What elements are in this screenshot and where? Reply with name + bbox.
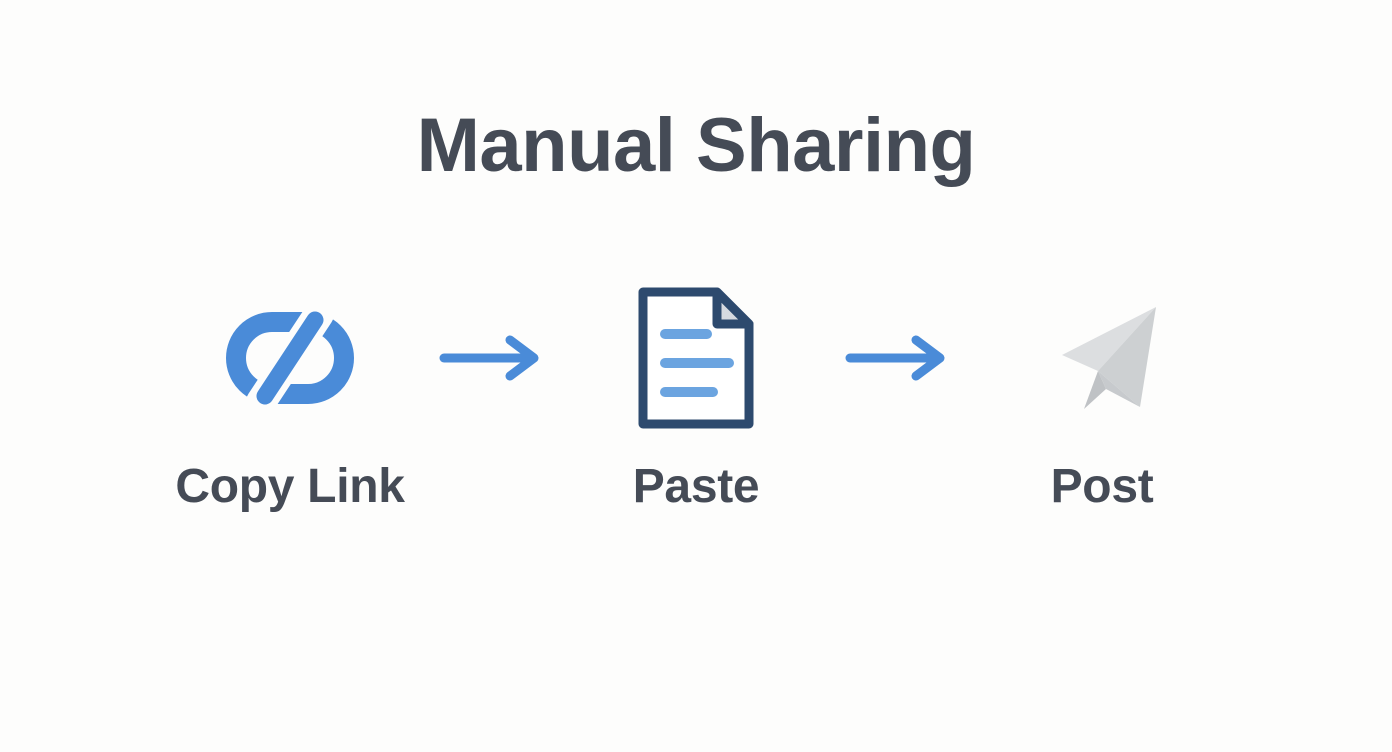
page-title: Manual Sharing xyxy=(416,103,976,188)
paper-plane-icon xyxy=(1032,278,1172,438)
flow-connector-1 xyxy=(403,278,583,438)
flow-connector-2 xyxy=(809,278,989,438)
flow-step-label: Post xyxy=(1050,460,1154,513)
link-chain-icon xyxy=(220,278,360,438)
document-lines-icon xyxy=(621,278,771,438)
flow-step-copy-link: Copy Link xyxy=(175,278,405,513)
flow-step-label: Paste xyxy=(632,460,760,513)
flow-step-paste: Paste xyxy=(583,278,809,512)
flow-step-post: Post xyxy=(989,278,1215,512)
flow-step-label: Copy Link xyxy=(175,460,405,513)
arrow-right-icon xyxy=(439,335,539,381)
flow-diagram: Copy Link xyxy=(0,278,1392,512)
arrow-right-icon xyxy=(845,335,945,381)
